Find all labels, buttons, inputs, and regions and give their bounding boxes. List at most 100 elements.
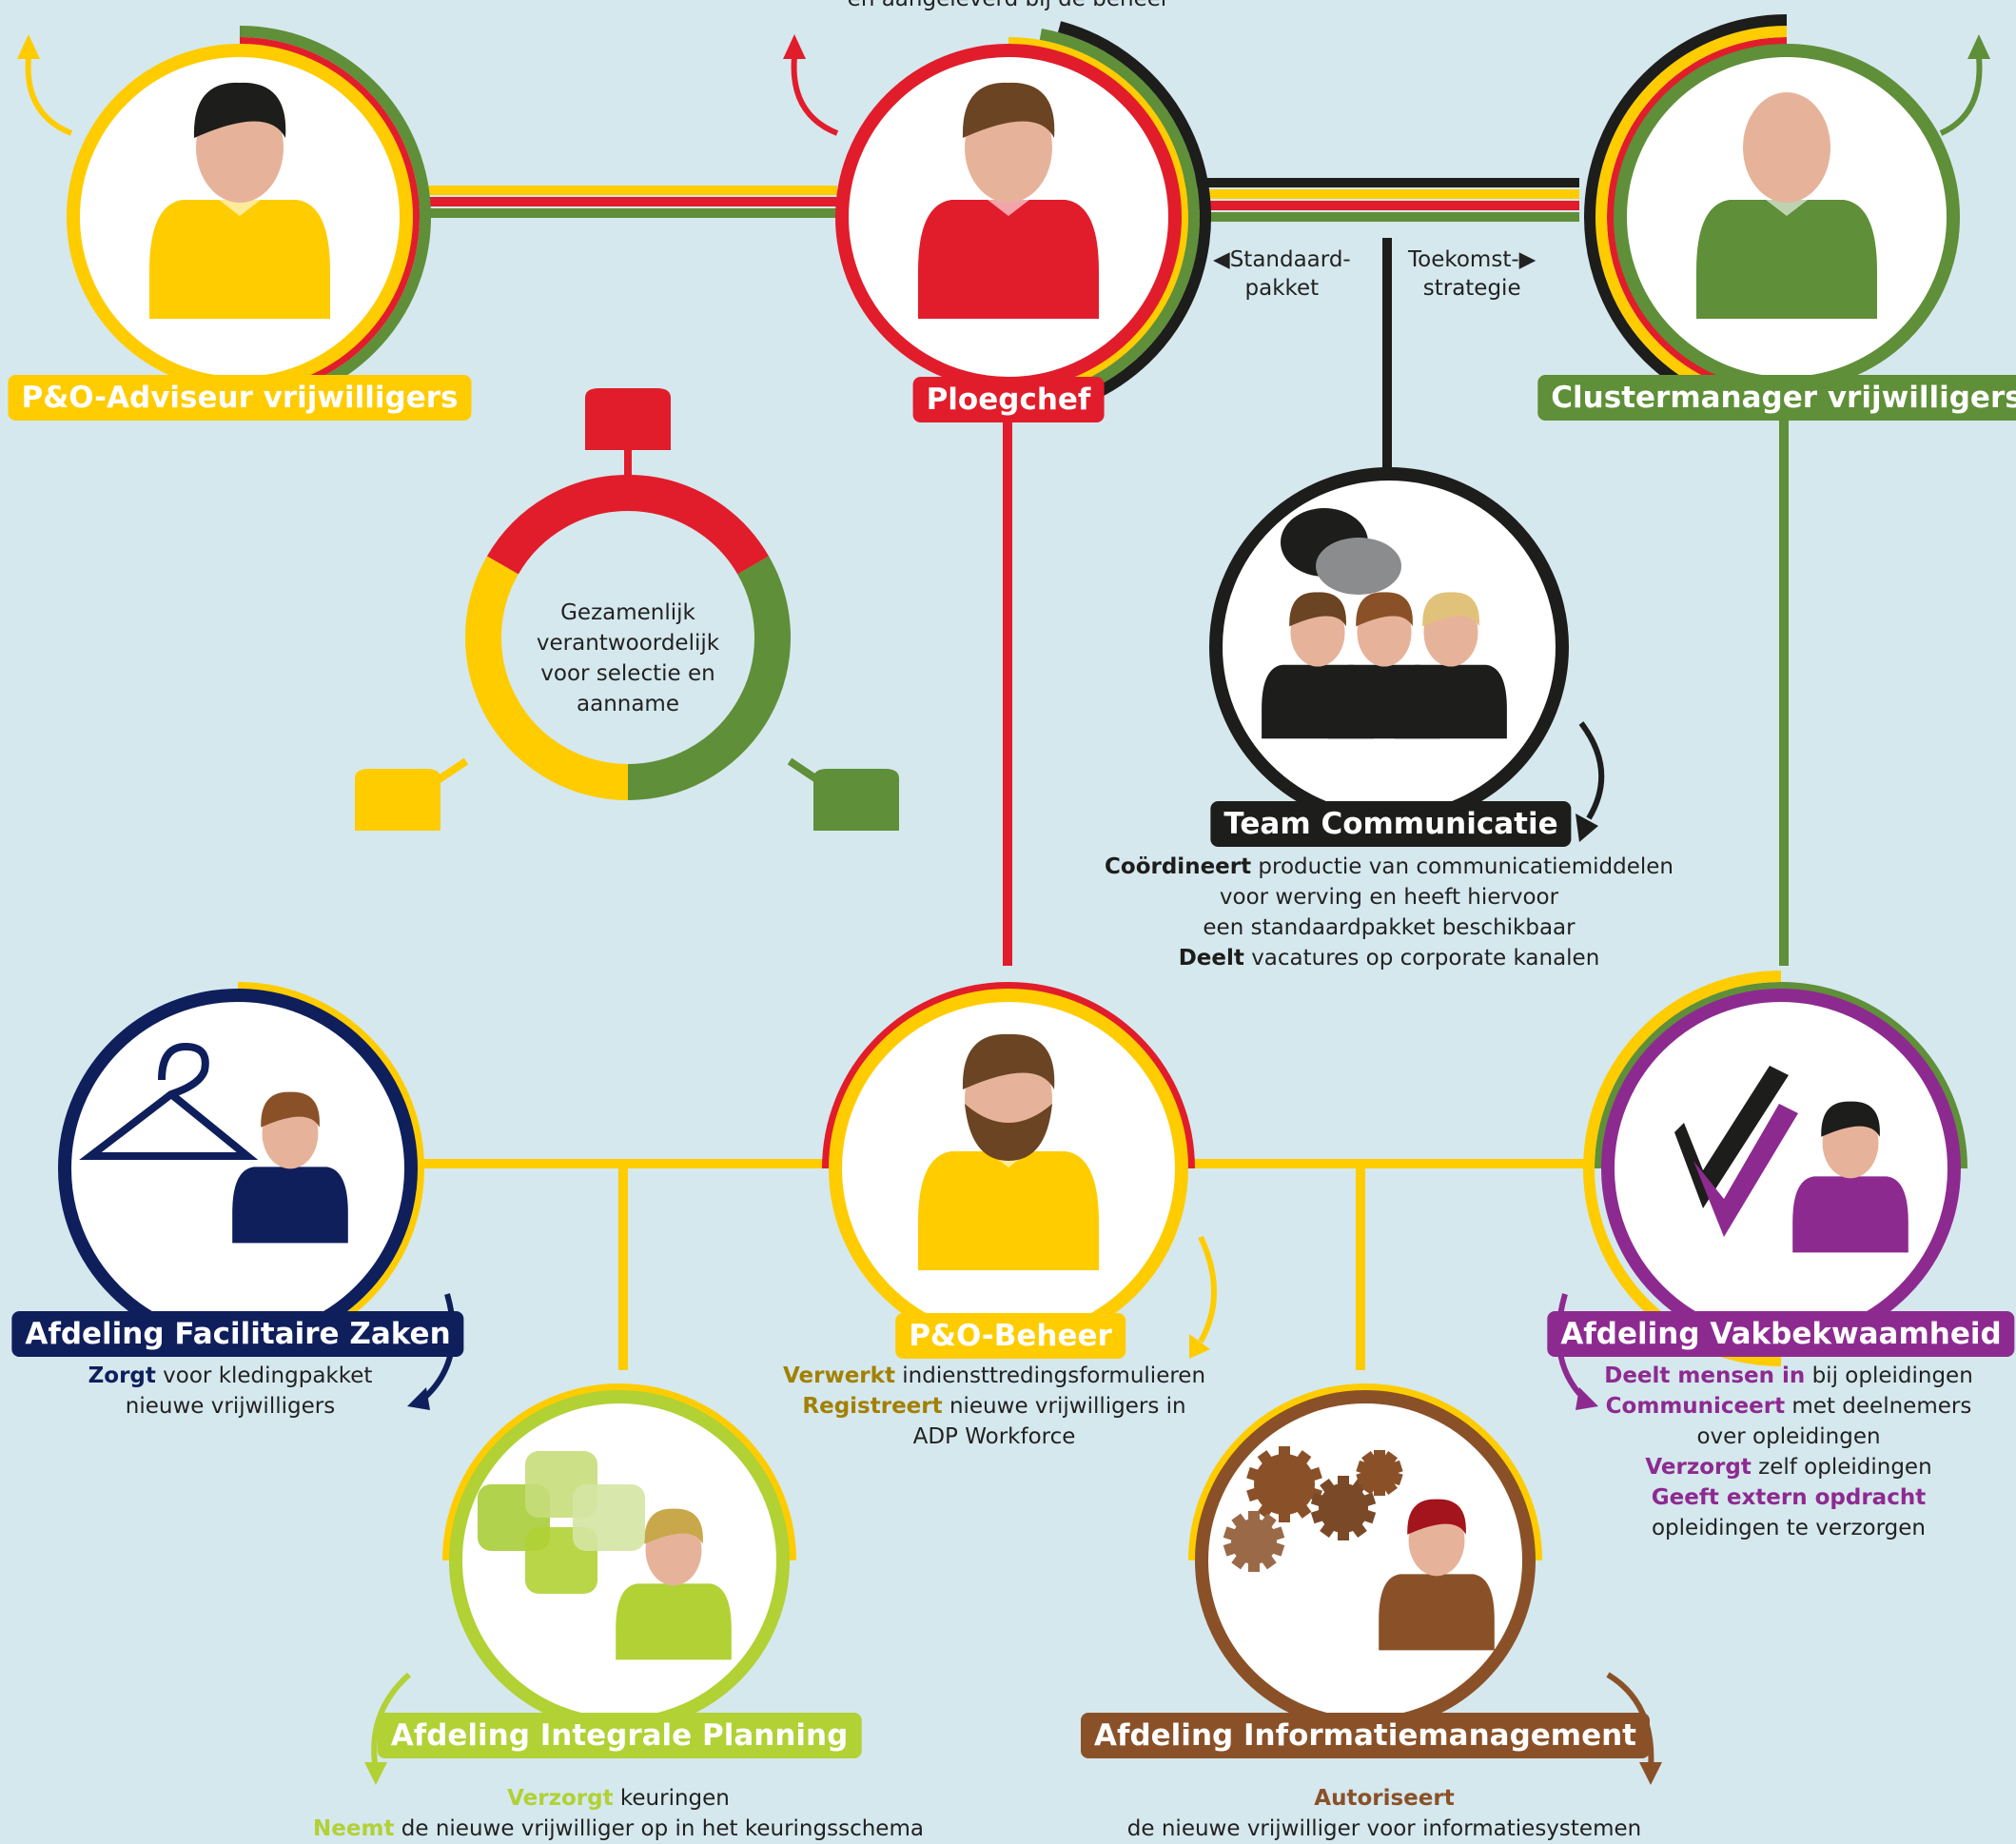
gear-body <box>1319 1483 1368 1533</box>
ring-line: Gezamenlijk <box>560 600 695 625</box>
desc-line: nieuwe vrijwilligers <box>88 1391 373 1422</box>
arrow-up-red-icon-head <box>783 34 806 59</box>
ring-line: verantwoordelijk <box>536 631 720 656</box>
person-brown-icon-hair <box>1407 1499 1466 1535</box>
desc-text: over opleidingen <box>1696 1424 1881 1449</box>
person-red-icon-body <box>918 200 1099 319</box>
desc-text: de nieuwe vrijwilliger voor informatiesy… <box>1126 1816 1642 1841</box>
desc-verb: Neemt <box>313 1816 395 1841</box>
team-person-icon-body <box>1395 664 1507 739</box>
label-po-adviseur: P&O-Adviseur vrijwilligers <box>8 375 472 421</box>
shared-ring-red <box>486 475 770 575</box>
node-po-adviseur-arc <box>239 37 420 397</box>
person-bearded-icon <box>918 1033 1099 1270</box>
person-lime-icon <box>616 1508 732 1660</box>
person-yellow-icon <box>149 82 330 319</box>
node-informatiemanagement-arc <box>1188 1383 1542 1561</box>
shirt-yellow-icon <box>355 769 440 831</box>
checkmark-icon <box>1693 1104 1798 1237</box>
desc-verb: Autoriseert <box>1314 1786 1455 1811</box>
desc-line: Communiceert met deelnemers <box>1604 1391 1973 1422</box>
desc-line: opleidingen te verzorgen <box>1604 1513 1973 1543</box>
node-vakbekwaamheid-circle <box>1601 989 1961 1348</box>
node-po-beheer-arc <box>822 982 1195 1169</box>
right-arrow-icon: ▶ <box>1518 247 1536 272</box>
person-bearded-icon-body <box>918 1151 1099 1270</box>
arrow-up-green-icon <box>1939 56 1983 136</box>
ring-line: aanname <box>577 692 679 716</box>
desc-line: Verwerkt indiensttredingsformulieren <box>783 1361 1205 1391</box>
person-navy-icon-body <box>232 1167 348 1244</box>
connector-standaardpakket: ◀Standaard- pakket <box>1213 245 1351 303</box>
desc-line: de nieuwe vrijwilliger voor informatiesy… <box>1127 1814 1641 1844</box>
desc-text: nieuwe vrijwilligers <box>125 1394 336 1419</box>
person-red-icon-hair <box>962 82 1055 138</box>
desc-verb: Coördineert <box>1105 854 1252 879</box>
person-lime-icon-hair <box>644 1508 703 1544</box>
desc-line: Neemt de nieuwe vrijwilliger op in het k… <box>313 1814 924 1844</box>
arrow-up-yellow-icon <box>25 56 73 136</box>
arrow-down-brown-icon-head <box>1639 1762 1662 1785</box>
desc-text: productie van communicatiemiddelen <box>1251 854 1673 879</box>
label-integrale-planning: Afdeling Integrale Planning <box>377 1713 862 1758</box>
desc-informatiemanagement: Autoriseert de nieuwe vrijwilliger voor i… <box>1127 1783 1641 1844</box>
node-vakbekwaamheid <box>1583 971 1967 1366</box>
person-bearded-icon-beard <box>965 1104 1052 1161</box>
label-team-communicatie: Team Communicatie <box>1210 801 1572 847</box>
desc-text: de nieuwe vrijwilliger op in het keuring… <box>394 1816 924 1841</box>
desc-text: ADP Workforce <box>912 1424 1076 1449</box>
hanger-shape <box>79 1042 259 1160</box>
person-purple-icon-body <box>1792 1176 1908 1253</box>
desc-line: Coördineert productie van communicatiemi… <box>1105 852 1673 882</box>
connector-text: Standaard- <box>1229 247 1351 272</box>
desc-verb: Deelt mensen in <box>1604 1363 1806 1388</box>
node-facilitaire-zaken <box>58 982 424 1355</box>
desc-verb: Verzorgt <box>507 1786 614 1811</box>
team-person-icon-hair <box>1289 592 1346 627</box>
arrow-down-yellow-icon-head <box>1189 1334 1210 1359</box>
node-clustermanager-arc <box>1607 37 1788 397</box>
person-navy-icon <box>232 1091 348 1244</box>
desc-line: Deelt vacatures op corporate kanalen <box>1105 943 1673 973</box>
desc-line: Geeft extern opdracht <box>1604 1482 1973 1513</box>
node-integrale-planning-arc <box>442 1383 796 1561</box>
person-green-icon-collar <box>1766 200 1808 216</box>
label-clustermanager: Clustermanager vrijwilligers <box>1537 375 2016 421</box>
desc-line: Deelt mensen in bij opleidingen <box>1604 1361 1973 1391</box>
arrow-down-purple-icon-head <box>1576 1387 1598 1410</box>
desc-text: nieuwe vrijwilligers in <box>942 1394 1186 1419</box>
person-purple-icon <box>1792 1101 1908 1253</box>
gear-icon <box>1310 1476 1377 1540</box>
desc-text: opleidingen te verzorgen <box>1651 1516 1927 1540</box>
node-integrale-planning-circle <box>449 1390 790 1731</box>
desc-line: ADP Workforce <box>783 1422 1205 1452</box>
desc-text: voor werving en heeft hiervoor <box>1219 885 1559 910</box>
label-po-beheer: P&O-Beheer <box>895 1313 1125 1359</box>
desc-text: voor kledingpakket <box>155 1363 373 1388</box>
hanger-icon <box>79 1042 259 1160</box>
person-green-icon <box>1696 92 1877 319</box>
arrow-down-black-icon-head <box>1576 814 1598 842</box>
shared-ring-green <box>627 556 791 800</box>
node-vakbekwaamheid-arc <box>1595 982 1967 1169</box>
person-yellow-icon-collar <box>219 200 261 216</box>
person-green-icon-body <box>1696 200 1877 319</box>
desc-verb: Deelt <box>1178 946 1244 971</box>
desc-team-communicatie: Coördineert productie van communicatiemi… <box>1105 852 1673 973</box>
desc-verb: Geeft extern opdracht <box>1651 1485 1927 1510</box>
speech-bubble-icon <box>1316 538 1401 595</box>
desc-text: bij opleidingen <box>1805 1363 1973 1388</box>
desc-line: een standaardpakket beschikbaar <box>1105 912 1673 943</box>
desc-verb: Verwerkt <box>782 1363 895 1388</box>
arrow-down-black-icon <box>1578 721 1605 820</box>
team-person-icon-hair <box>1422 592 1479 627</box>
connector-text: pakket <box>1244 276 1320 301</box>
desc-line: Autoriseert <box>1127 1783 1641 1814</box>
desc-text: vacatures op corporate kanalen <box>1243 946 1600 971</box>
desc-line: Verzorgt keuringen <box>313 1783 924 1814</box>
person-red-icon-collar <box>988 200 1029 216</box>
person-green-icon-face <box>1743 92 1830 203</box>
node-integrale-planning <box>442 1383 796 1731</box>
